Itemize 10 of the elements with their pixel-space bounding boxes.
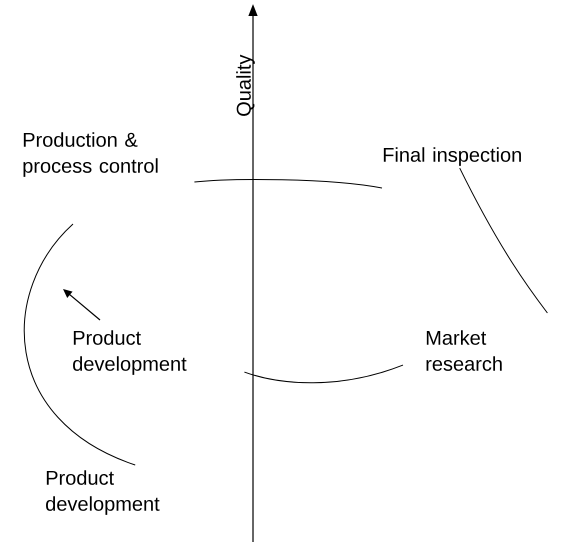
node-label: Final inspection xyxy=(384,147,521,166)
spiral-arc xyxy=(194,179,382,189)
node-label: Production & process control xyxy=(24,132,158,177)
node-label: Product development xyxy=(46,470,160,515)
spiral-arc xyxy=(24,224,136,466)
spiral-arc xyxy=(244,364,404,384)
axis-label: Quality xyxy=(236,54,255,116)
spiral-arc xyxy=(459,168,548,314)
node-label: Product development xyxy=(73,330,187,375)
node-label: Market research xyxy=(426,330,502,371)
